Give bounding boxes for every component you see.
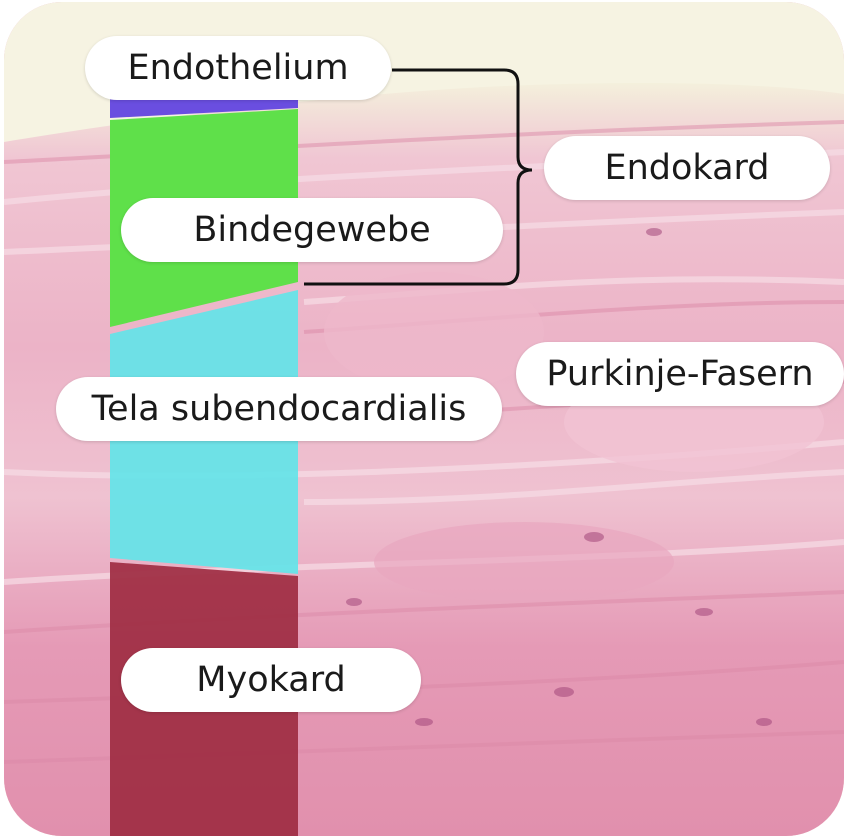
histology-image: Endothelium Bindegewebe Endokard Purkinj…	[4, 2, 844, 836]
label-bindegewebe: Bindegewebe	[121, 198, 503, 262]
label-endothelium: Endothelium	[85, 36, 391, 100]
label-tela-subendocardialis: Tela subendocardialis	[56, 377, 502, 441]
label-purkinje-fasern: Purkinje-Fasern	[516, 342, 844, 406]
endothelium-layer	[110, 99, 298, 118]
label-myokard: Myokard	[121, 648, 421, 712]
label-endokard: Endokard	[544, 136, 830, 200]
endokard-bracket	[304, 68, 533, 286]
